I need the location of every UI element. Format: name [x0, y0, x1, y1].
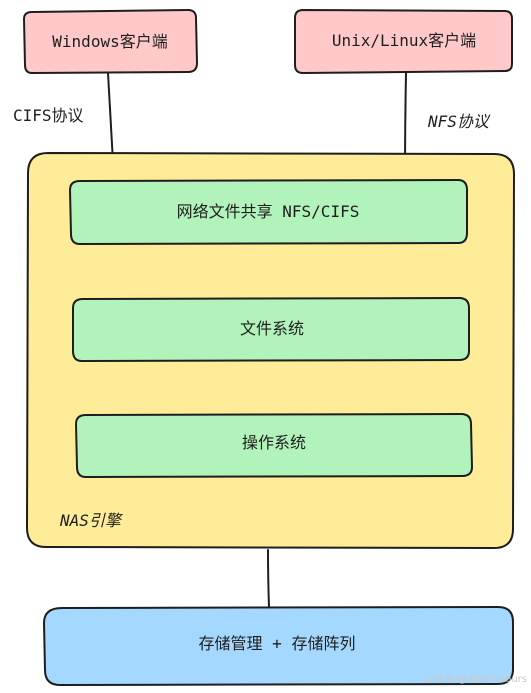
- nfs-protocol-label: NFS协议: [427, 112, 491, 131]
- nas-engine-label: NAS引擎: [59, 511, 124, 530]
- unix-client-label: Unix/Linux客户端: [332, 31, 476, 50]
- filesystem-layer-box: 文件系统: [72, 296, 470, 363]
- os-layer-label: 操作系统: [242, 433, 306, 452]
- storage-label: 存储管理 + 存储阵列: [199, 634, 356, 653]
- connector-engine-to-storage: [267, 549, 270, 609]
- csdn-watermark: CSDN @10000hours: [425, 674, 527, 685]
- storage-box: 存储管理 + 存储阵列: [42, 605, 514, 687]
- sharing-layer-box: 网络文件共享 NFS/CIFS: [68, 178, 468, 246]
- filesystem-layer-label: 文件系统: [240, 319, 304, 338]
- cifs-protocol-label: CIFS协议: [13, 106, 84, 125]
- unix-client-box: Unix/Linux客户端: [294, 8, 513, 75]
- sharing-layer-label: 网络文件共享 NFS/CIFS: [177, 202, 360, 221]
- os-layer-box: 操作系统: [74, 412, 474, 479]
- windows-client-box: Windows客户端: [22, 8, 199, 75]
- windows-client-label: Windows客户端: [52, 32, 167, 51]
